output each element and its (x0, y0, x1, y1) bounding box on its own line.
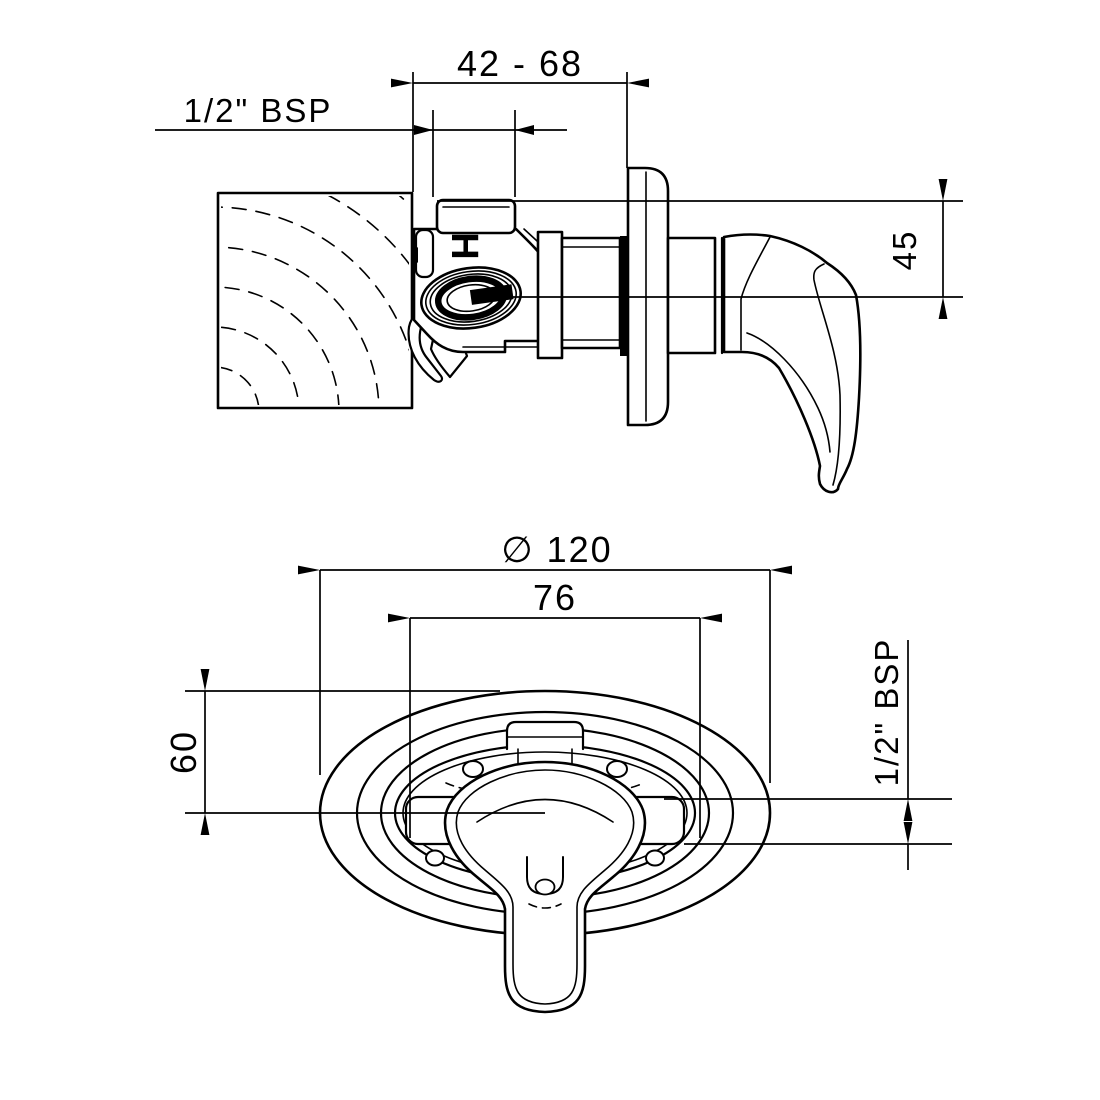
thread-arrow-right (515, 125, 534, 135)
top-bracket (505, 720, 585, 767)
cartridge-port (420, 266, 522, 330)
hot-indicator-label: H (443, 232, 485, 259)
front-view: ∅ 120 76 60 1/2" BSP (163, 529, 952, 1014)
wall-section (216, 191, 414, 410)
thread-arrow-left (414, 125, 433, 135)
dimension-45: 45 (437, 179, 963, 319)
plate-shadow-band (620, 236, 628, 356)
dimension-thread-front: 1/2" BSP (664, 638, 952, 870)
wall-outline (216, 191, 414, 410)
spindle-keyway (469, 284, 514, 305)
valve-body: H (412, 198, 550, 354)
handle-side (666, 233, 862, 494)
dim-label-diameter: ∅ 120 (501, 529, 612, 570)
dim-label-60: 60 (163, 730, 204, 774)
dimension-60: 60 (163, 669, 210, 835)
handle-screw (534, 878, 556, 896)
dim-label-42-68: 42 - 68 (457, 43, 583, 84)
dim-label-76: 76 (533, 577, 577, 618)
wall-clip-tab (414, 228, 435, 279)
dim-label-thread-side: 1/2" BSP (184, 92, 333, 129)
handle-hub (666, 236, 717, 355)
dimension-76: 76 (388, 577, 722, 838)
dim-label-thread-front: 1/2" BSP (868, 638, 905, 787)
inlet-pipe (435, 198, 517, 235)
wall-hatching (221, 196, 409, 405)
clip-notch (414, 247, 418, 263)
bonnet-sleeve (536, 230, 628, 360)
dimension-42-68: 42 - 68 (391, 43, 649, 192)
handle-front (443, 760, 647, 1014)
dimension-thread-side: 1/2" BSP (155, 92, 567, 197)
dimension-diameter-120: ∅ 120 (298, 529, 792, 783)
lever-outline (722, 233, 862, 494)
side-view: H (155, 43, 963, 494)
dim-label-45: 45 (886, 230, 923, 271)
